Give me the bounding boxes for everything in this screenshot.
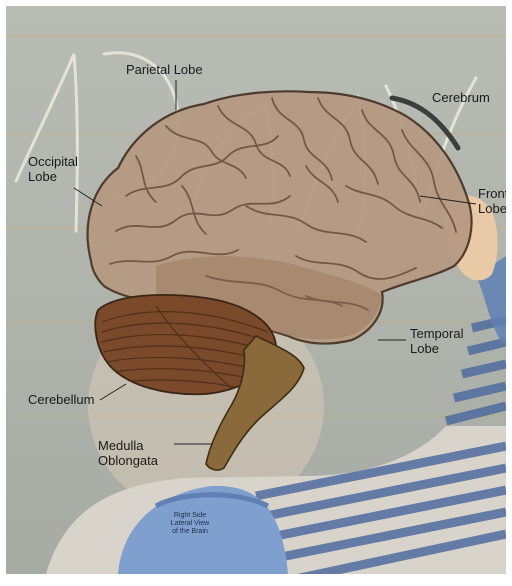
photo-illustration xyxy=(6,6,506,574)
label-medulla-oblongata: Medulla Oblongata xyxy=(98,438,158,468)
label-frontal-lobe: Frontal Lobe xyxy=(478,186,506,216)
label-occipital-lobe: Occipital Lobe xyxy=(28,154,78,184)
label-temporal-lobe: Temporal Lobe xyxy=(410,326,463,356)
label-cerebellum: Cerebellum xyxy=(28,392,94,407)
caption-lateral-view: Right Side Lateral View of the Brain xyxy=(156,512,224,536)
brain-diagram: Parietal Lobe Cerebrum Occipital Lobe Fr… xyxy=(6,6,506,574)
label-cerebrum: Cerebrum xyxy=(432,90,490,105)
label-parietal-lobe: Parietal Lobe xyxy=(126,62,203,77)
